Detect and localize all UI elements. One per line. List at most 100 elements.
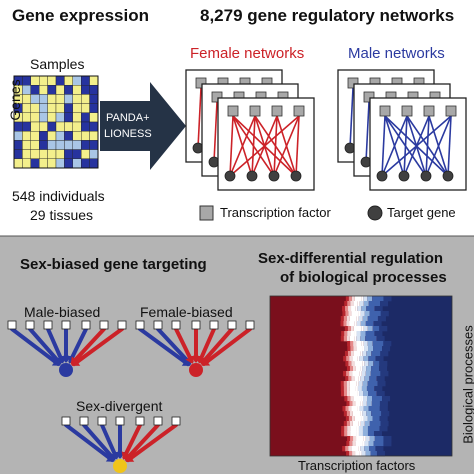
heatmap-band xyxy=(350,301,354,307)
heatmap-band xyxy=(343,336,347,342)
regulation-title-line1: Sex-differential regulation xyxy=(258,250,444,267)
matrix-cell xyxy=(47,94,57,104)
heatmap-band xyxy=(360,401,363,407)
heatmap-band xyxy=(345,416,349,422)
matrix-cell xyxy=(80,158,90,169)
heatmap-band xyxy=(379,406,388,412)
bias-edge-arrowhead xyxy=(71,357,81,366)
tf-node xyxy=(7,320,17,330)
heatmap-band xyxy=(348,296,352,302)
heatmap-band xyxy=(346,401,350,407)
tf-node xyxy=(97,416,107,426)
heatmap-band xyxy=(365,451,371,457)
tf-node xyxy=(61,320,71,330)
heatmap-band xyxy=(347,331,351,337)
heatmap-band xyxy=(360,446,365,452)
heatmap-band xyxy=(350,351,354,357)
heatmap-band xyxy=(359,391,364,397)
matrix-cell xyxy=(55,103,65,113)
heatmap-band xyxy=(379,361,388,367)
heatmap-band xyxy=(344,331,348,337)
heatmap-y-label: Biological processes xyxy=(460,325,474,444)
matrix-cell xyxy=(39,103,48,113)
heatmap-band xyxy=(379,366,388,372)
tf-node xyxy=(43,320,53,330)
matrix-cell xyxy=(64,103,74,113)
heatmap-band xyxy=(343,371,347,377)
matrix-cell xyxy=(22,112,31,123)
heatmap-band xyxy=(362,411,367,417)
regulatory-edge xyxy=(381,115,408,177)
female-biased-label: Female-biased xyxy=(140,304,233,320)
heatmap-band xyxy=(353,326,362,332)
heatmap-band xyxy=(380,421,389,427)
matrix-cell xyxy=(47,84,57,95)
individuals-label: 548 individuals xyxy=(12,188,105,204)
matrix-cell xyxy=(22,84,31,95)
heatmap-band xyxy=(366,401,372,407)
matrix-cell xyxy=(55,112,65,123)
heatmap-band xyxy=(340,316,344,322)
heatmap-band xyxy=(383,436,392,442)
heatmap-band xyxy=(360,421,365,427)
method-label-line2: LIONESS xyxy=(104,128,152,140)
heatmap-band xyxy=(370,451,377,457)
matrix-cell xyxy=(89,75,99,86)
regulatory-edge xyxy=(403,115,408,177)
matrix-cell xyxy=(89,149,99,160)
matrix-cell xyxy=(64,149,74,160)
matrix-cell xyxy=(39,94,48,104)
legend-tf-label: Transcription factor xyxy=(220,205,331,220)
heatmap-band xyxy=(371,401,380,407)
bias-edge xyxy=(201,327,252,366)
female-biased-motif xyxy=(135,320,255,377)
heatmap-band xyxy=(361,386,367,392)
heatmap-band xyxy=(350,431,357,437)
matrix-cell xyxy=(64,112,74,123)
heatmap-band xyxy=(369,436,375,442)
tf-node xyxy=(117,320,127,330)
matrix-cell xyxy=(30,130,40,141)
matrix-cell xyxy=(30,84,40,95)
heatmap-band xyxy=(373,321,382,327)
regulatory-edge xyxy=(295,115,300,177)
matrix-cell xyxy=(39,158,48,169)
heatmap-band xyxy=(348,376,352,382)
heatmap-blue-block xyxy=(378,296,452,456)
heatmap-band xyxy=(363,356,369,362)
heatmap-band xyxy=(340,386,344,392)
heatmap-band xyxy=(366,411,372,417)
bias-edge xyxy=(124,423,160,461)
heatmap-band xyxy=(344,396,348,402)
matrix-cell xyxy=(47,75,57,86)
tf-node xyxy=(227,320,237,330)
bias-edge-arrowhead xyxy=(125,453,135,462)
heatmap-band xyxy=(344,326,348,332)
target-node xyxy=(59,363,73,377)
target-gene-node xyxy=(246,170,258,182)
heatmap-band xyxy=(368,356,376,362)
tf-node xyxy=(209,320,219,330)
matrix-cell xyxy=(80,94,90,104)
heatmap-band xyxy=(362,346,365,352)
tf-node xyxy=(115,416,125,426)
matrix-cell xyxy=(47,112,57,123)
matrix-cell xyxy=(13,130,23,141)
matrix-cell xyxy=(30,149,40,160)
target-gene-circle-icon xyxy=(367,205,383,221)
heatmap-band xyxy=(376,376,385,382)
heatmap-band xyxy=(350,396,354,402)
heatmap-band xyxy=(351,311,359,317)
heatmap-band xyxy=(383,441,392,447)
heatmap-band xyxy=(377,316,386,322)
bias-edge xyxy=(100,423,118,459)
matrix-cell xyxy=(64,121,74,132)
heatmap-band xyxy=(360,311,365,317)
heatmap-band xyxy=(354,336,357,342)
heatmap-band xyxy=(356,426,359,432)
transcription-factor-node xyxy=(249,105,261,117)
heatmap-band xyxy=(346,411,350,417)
regulatory-edge xyxy=(229,115,256,177)
matrix-cell xyxy=(55,140,65,150)
